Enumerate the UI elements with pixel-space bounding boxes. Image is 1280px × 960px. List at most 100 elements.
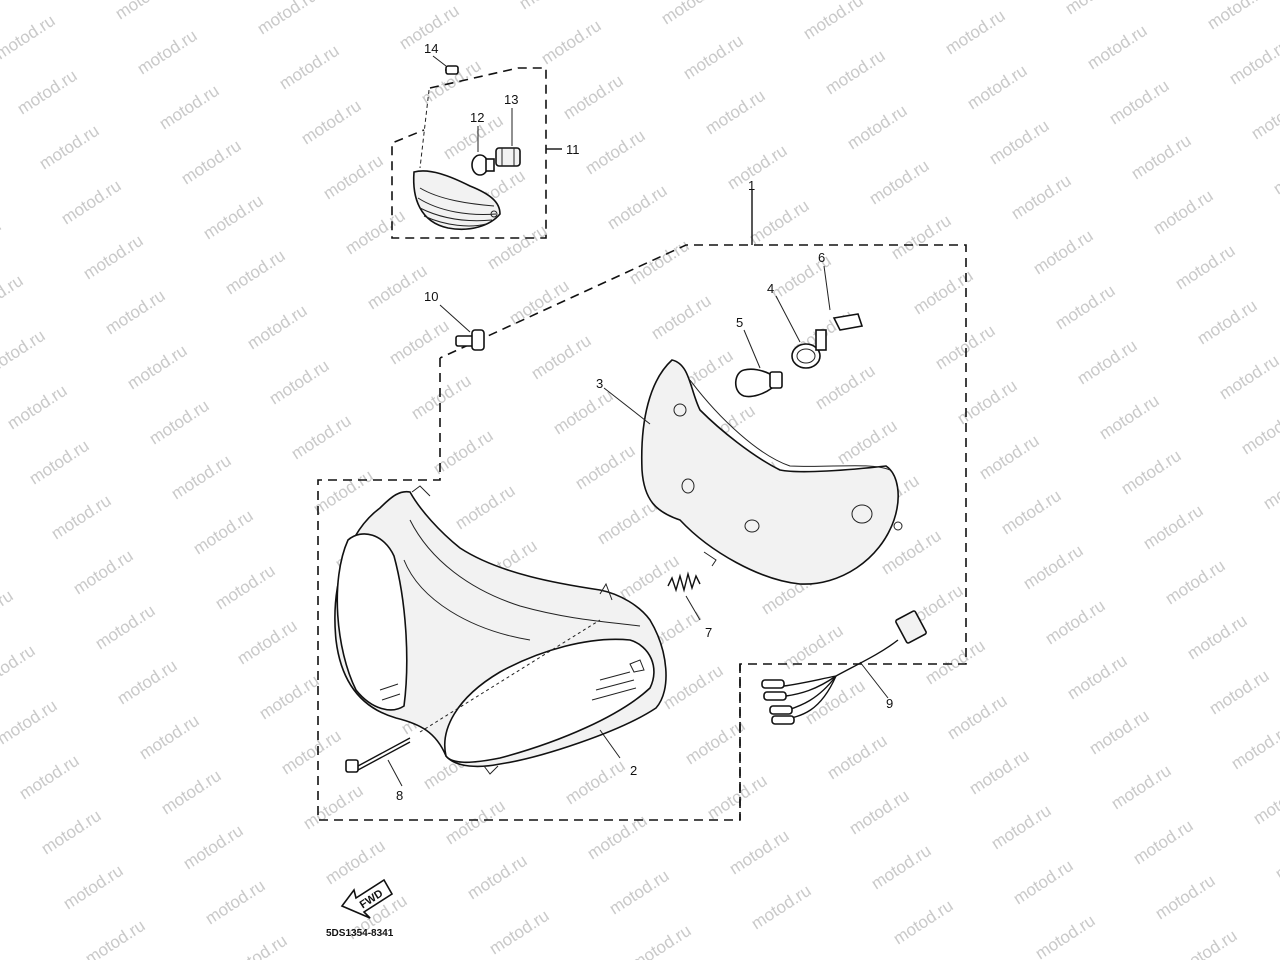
watermark-text: motod.ru: [1206, 666, 1273, 718]
watermark-text: motod.ru: [0, 326, 48, 378]
watermark-text: motod.ru: [626, 236, 693, 288]
callout-13: 13: [504, 92, 518, 107]
watermark-text: motod.ru: [200, 191, 267, 243]
watermark-text: motod.ru: [452, 481, 519, 533]
watermark-text: motod.ru: [408, 371, 475, 423]
leader-14: [432, 55, 447, 67]
watermark-text: motod.ru: [300, 781, 367, 833]
part-3-headlight-unit: [603, 359, 903, 585]
callout-11: 11: [566, 142, 580, 157]
watermark-text: motod.ru: [1248, 91, 1280, 143]
watermark-text: motod.ru: [442, 796, 509, 848]
watermark-text: motod.ru: [256, 671, 323, 723]
watermark-text: motod.ru: [1184, 611, 1251, 663]
watermark-text: motod.ru: [234, 616, 301, 668]
watermark-text: motod.ru: [1272, 831, 1280, 883]
part-10-screw: [439, 304, 485, 351]
watermark-text: motod.ru: [944, 691, 1011, 743]
watermark-text: motod.ru: [954, 376, 1021, 428]
watermark-text: motod.ru: [1162, 556, 1229, 608]
watermark-text: motod.ru: [244, 301, 311, 353]
watermark-text: motod.ru: [58, 176, 125, 228]
watermark-text: motod.ru: [1226, 36, 1280, 88]
watermark-text: motod.ru: [538, 16, 605, 68]
watermark-text: motod.ru: [516, 0, 583, 13]
watermark-text: motod.ru: [322, 836, 389, 888]
watermark-text: motod.ru: [562, 756, 629, 808]
part-8-bolt: [345, 737, 411, 787]
watermark-text: motod.ru: [112, 0, 179, 23]
watermark-text: motod.ru: [1064, 651, 1131, 703]
watermark-text: motod.ru: [168, 451, 235, 503]
callout-9: 9: [886, 696, 893, 711]
watermark-text: motod.ru: [36, 121, 103, 173]
watermark-text: motod.ru: [26, 436, 93, 488]
watermark-text: motod.ru: [584, 811, 651, 863]
part-9-wire-harness: [761, 610, 927, 725]
watermark-text: motod.ru: [572, 441, 639, 493]
watermark-text: motod.ru: [124, 341, 191, 393]
watermark-text: motod.ru: [1194, 296, 1261, 348]
watermark-text: motod.ru: [222, 246, 289, 298]
watermark-text: motod.ru: [0, 0, 36, 8]
watermark-text: motod.ru: [560, 71, 627, 123]
watermark-text: motod.ru: [680, 31, 747, 83]
watermark-text: motod.ru: [146, 396, 213, 448]
watermark-text: motod.ru: [746, 196, 813, 248]
watermark-text: motod.ru: [604, 181, 671, 233]
watermark-text: motod.ru: [1106, 76, 1173, 128]
part-12-bulb: [471, 126, 495, 176]
watermark-text: motod.ru: [920, 0, 987, 3]
watermark-text: motod.ru: [834, 416, 901, 468]
watermark-text: motod.ru: [702, 86, 769, 138]
callout-14: 14: [424, 41, 438, 56]
callout-4: 4: [767, 281, 774, 296]
watermark-text: motod.ru: [704, 771, 771, 823]
watermark-text: motod.ru: [1152, 871, 1219, 923]
watermark-text: motod.ru: [726, 826, 793, 878]
watermark-text: motod.ru: [114, 656, 181, 708]
watermark-text: motod.ru: [1260, 461, 1280, 513]
watermark-text: motod.ru: [800, 0, 867, 43]
part-4-socket-ring: [775, 295, 827, 369]
watermark-text: motod.ru: [724, 141, 791, 193]
watermark-text: motod.ru: [386, 316, 453, 368]
watermark-text: motod.ru: [82, 916, 149, 960]
watermark-text: motod.ru: [844, 101, 911, 153]
watermark-text: motod.ru: [1130, 816, 1197, 868]
part-14-screw: [419, 65, 459, 169]
callout-12: 12: [470, 110, 484, 125]
watermark-text: motod.ru: [0, 11, 58, 63]
watermark-text: motod.ru: [0, 216, 4, 268]
watermark-text: motod.ru: [288, 411, 355, 463]
watermark-text: motod.ru: [38, 806, 105, 858]
callout-3: 3: [596, 376, 603, 391]
part-5-bulb: [734, 329, 783, 398]
watermark-text: motod.ru: [0, 696, 60, 748]
watermark-text: motod.ru: [986, 116, 1053, 168]
watermark-text: motod.ru: [660, 661, 727, 713]
watermark-text: motod.ru: [682, 716, 749, 768]
watermark-text: motod.ru: [0, 586, 16, 638]
callout-7: 7: [705, 625, 712, 640]
watermark-text: motod.ru: [1238, 406, 1280, 458]
watermark-text: motod.ru: [748, 881, 815, 933]
watermark-text: motod.ru: [158, 766, 225, 818]
watermark-text: motod.ru: [1096, 391, 1163, 443]
watermark-text: motod.ru: [486, 906, 553, 958]
watermark-text: motod.ru: [866, 156, 933, 208]
watermark-text: motod.ru: [1108, 761, 1175, 813]
watermark-text: motod.ru: [1032, 911, 1099, 960]
watermark-text: motod.ru: [180, 821, 247, 873]
watermark-text: motod.ru: [134, 26, 201, 78]
watermark-text: motod.ru: [136, 711, 203, 763]
watermark-text: motod.ru: [0, 271, 26, 323]
watermark-text: motod.ru: [278, 726, 345, 778]
watermark-text: motod.ru: [628, 921, 695, 960]
watermark-text: motod.ru: [1204, 0, 1271, 33]
watermark-text: motod.ru: [932, 321, 999, 373]
part-6-clip: [823, 265, 864, 331]
watermark-text: motod.ru: [1010, 856, 1077, 908]
watermark-text: motod.ru: [102, 286, 169, 338]
